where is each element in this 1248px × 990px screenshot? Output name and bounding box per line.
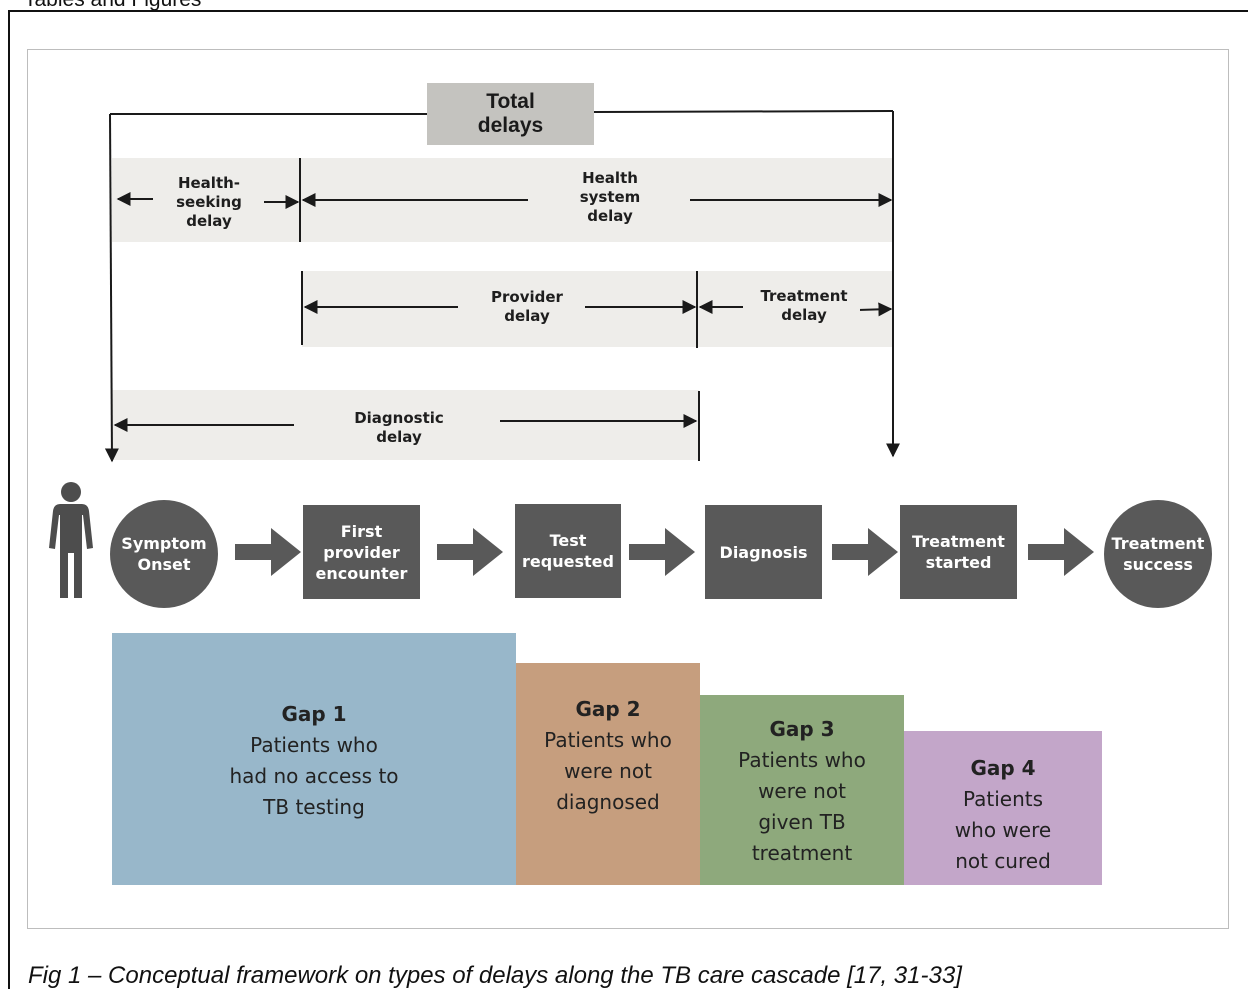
step-first-provider-encounter: First provider encounter [303, 505, 420, 599]
gap-description: Patients who had no access to TB testing [229, 733, 399, 819]
flow-arrow-icon [832, 528, 898, 576]
health-seeking-delay-label: Health- seeking delay [166, 174, 252, 231]
gap-description: Patients who were not cured [954, 787, 1052, 873]
step-label: First provider encounter [315, 521, 408, 583]
step-label: Test requested [522, 531, 614, 571]
treat-arrow-right [857, 302, 893, 317]
section-header: Tables and Figures [24, 0, 201, 12]
step-symptom-onset: Symptom Onset [110, 500, 218, 608]
health-system-delay-label: Health system delay [570, 169, 650, 226]
provider-delay-label: Provider delay [481, 288, 573, 326]
flow-arrow-icon [1028, 528, 1094, 576]
step-treatment-started: Treatment started [900, 505, 1017, 599]
outer-frame [8, 10, 1248, 989]
total-left-arrow [104, 113, 119, 463]
gap-4-box: Gap 4 Patients who were not cured [904, 731, 1102, 885]
total-bracket-right-top [593, 110, 894, 113]
diagnostic-delay-label: Diagnostic delay [343, 409, 455, 447]
gap-2-box: Gap 2 Patients who were not diagnosed [516, 663, 700, 885]
gap-title: Gap 3 [769, 717, 835, 741]
flow-arrow-icon [437, 528, 503, 576]
step-label: Treatment success [1111, 534, 1205, 574]
gap-title: Gap 4 [970, 756, 1036, 780]
gap-title: Gap 2 [575, 697, 641, 721]
flow-arrow-icon [235, 528, 301, 576]
step-label: Symptom Onset [121, 534, 207, 574]
gap-1-box: Gap 1 Patients who had no access to TB t… [112, 633, 516, 885]
figure-frame [27, 49, 1229, 929]
person-icon [49, 482, 93, 598]
step-diagnosis: Diagnosis [705, 505, 822, 599]
step-treatment-success: Treatment success [1104, 500, 1212, 608]
gap-title: Gap 1 [281, 702, 347, 726]
flow-arrow-icon [629, 528, 695, 576]
step-test-requested: Test requested [515, 504, 621, 598]
step-label: Treatment started [912, 532, 1005, 572]
figure-caption: Fig 1 – Conceptual framework on types of… [28, 962, 962, 989]
total-delays-label: Total delays [477, 90, 544, 137]
gap-3-box: Gap 3 Patients who were not given TB tre… [700, 695, 904, 885]
step-label: Diagnosis [719, 542, 808, 562]
gap-description: Patients who were not diagnosed [544, 728, 672, 814]
total-delays-box: Total delays [427, 83, 594, 145]
gap-description: Patients who were not given TB treatment [738, 748, 866, 865]
treatment-delay-label: Treatment delay [748, 287, 860, 325]
